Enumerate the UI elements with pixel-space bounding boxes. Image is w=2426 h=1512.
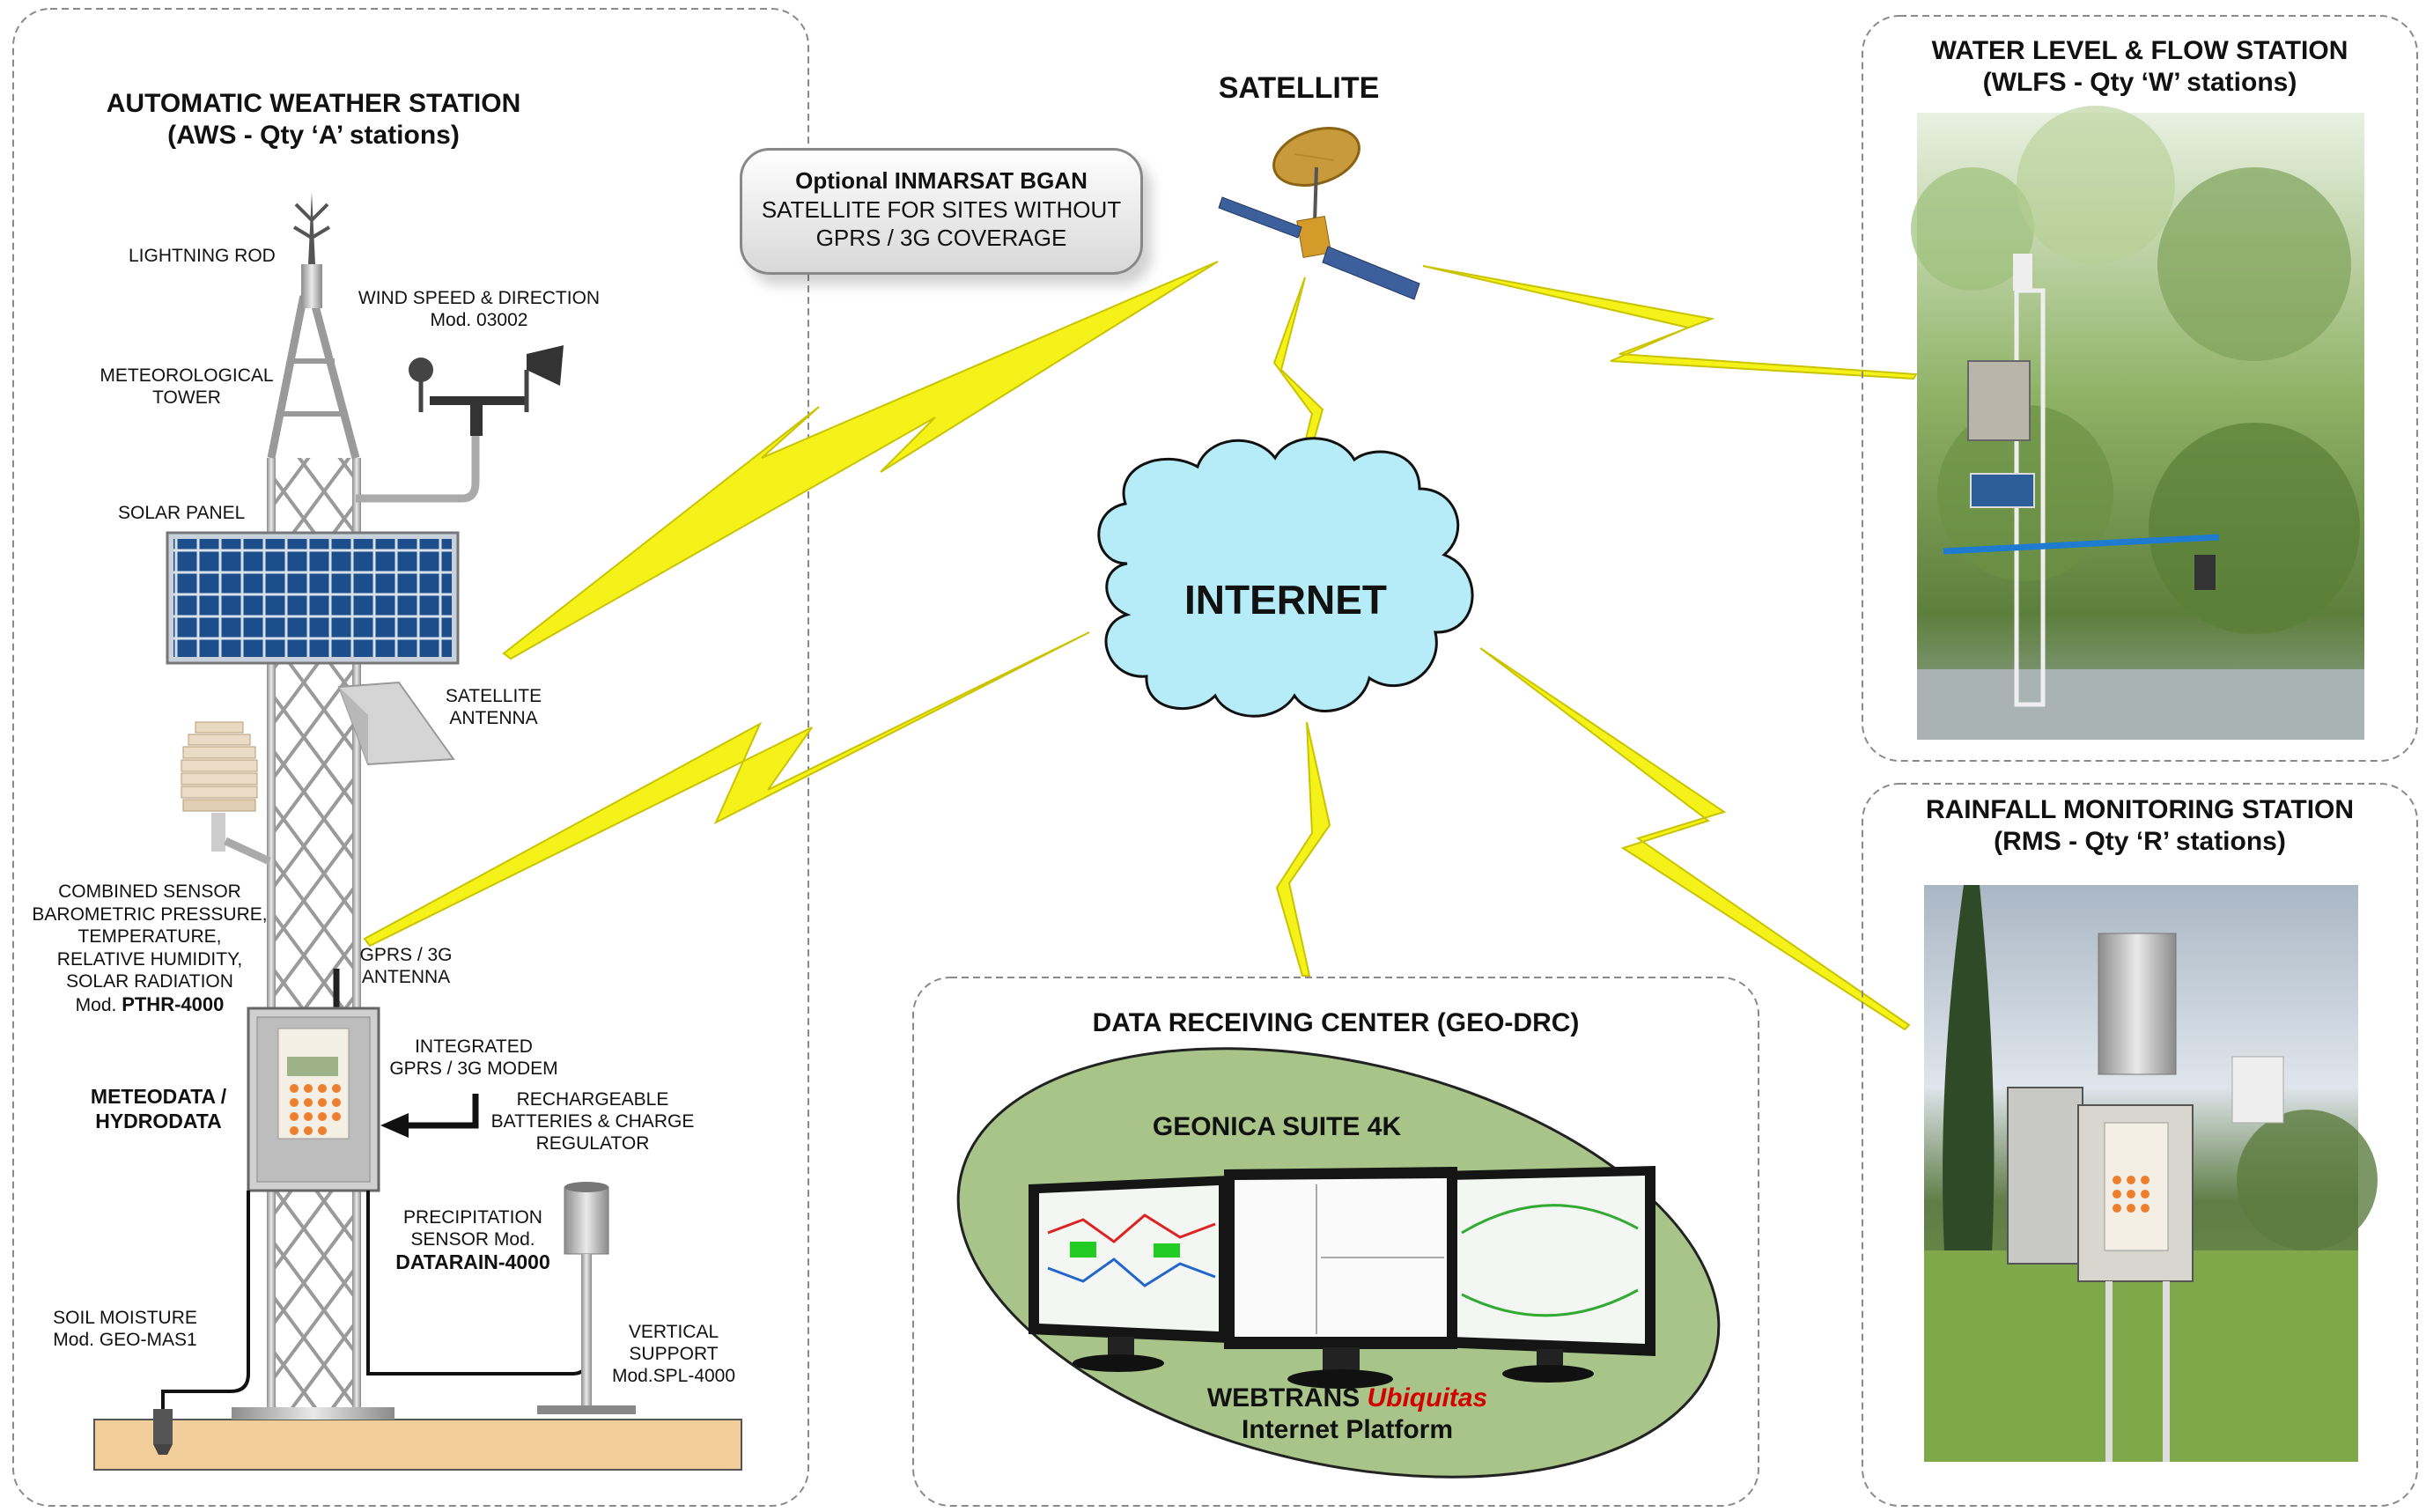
lightning-link-wlfs	[1422, 265, 1918, 380]
drc-title: DATA RECEIVING CENTER (GEO-DRC)	[1092, 1008, 1580, 1037]
internet-label: INTERNET	[1184, 577, 1387, 623]
model-name: PTHR-4000	[122, 993, 225, 1016]
wind-sensor-label-line1: WIND SPEED & DIRECTION	[358, 288, 601, 308]
rms-photo	[1924, 885, 2378, 1462]
aws-title: AUTOMATIC WEATHER STATION (AWS - Qty ‘A’…	[84, 88, 543, 151]
bgan-line3: GPRS / 3G COVERAGE	[815, 225, 1067, 251]
data-logger-cabinet	[247, 1007, 380, 1192]
bgan-callout: Optional INMARSAT BGAN SATELLITE FOR SIT…	[740, 148, 1143, 275]
wind-sensor-arm	[356, 431, 480, 503]
gprs-antenna-label-line1: GPRS / 3G	[359, 945, 453, 965]
lightning-link-aws-satellite	[502, 261, 1219, 660]
rms-title: RAINFALL MONITORING STATION (RMS - Qty ‘…	[1862, 794, 2417, 858]
precipitation-model: DATARAIN-4000	[395, 1250, 550, 1274]
battery-label-line: RECHARGEABLE	[516, 1089, 669, 1110]
drc-panel	[912, 977, 1759, 1507]
webtrans-label: WEBTRANS Ubiquitas Internet Platform	[1145, 1383, 1550, 1446]
satellite-title: SATELLITE	[1218, 71, 1380, 105]
aws-panel	[12, 8, 809, 1507]
vertical-support-label: VERTICAL SUPPORT Mod.SPL-4000	[603, 1321, 744, 1388]
aws-title-line2: (AWS - Qty ‘A’ stations)	[167, 121, 460, 150]
combined-sensor-model: Mod. PTHR-4000	[26, 993, 273, 1017]
precipitation-label-line1: PRECIPITATION	[403, 1207, 542, 1228]
modem-label: INTEGRATED GPRS / 3G MODEM	[386, 1036, 562, 1080]
wind-sensor-icon	[409, 345, 564, 436]
wlfs-title-line2: (WLFS - Qty ‘W’ stations)	[1982, 68, 2297, 97]
webtrans-name: WEBTRANS	[1206, 1383, 1368, 1412]
wind-sensor-label-line2: Mod. 03002	[430, 310, 528, 331]
wlfs-photo	[1911, 106, 2364, 740]
soil-moisture-probe-icon	[153, 1409, 173, 1455]
combined-sensor-label: COMBINED SENSOR BAROMETRIC PRESSURE, TEM…	[26, 881, 273, 1017]
wind-sensor-label: WIND SPEED & DIRECTION Mod. 03002	[356, 287, 602, 331]
ground-slab	[93, 1419, 742, 1471]
satellite-antenna-label-line2: ANTENNA	[449, 708, 538, 729]
rms-title-line2: (RMS - Qty ‘R’ stations)	[1994, 827, 2286, 856]
soil-moisture-label-line1: SOIL MOISTURE	[53, 1308, 197, 1328]
rms-panel	[1862, 783, 2418, 1507]
satellite-antenna-icon	[337, 681, 455, 766]
modem-label-line2: GPRS / 3G MODEM	[389, 1058, 558, 1080]
combined-sensor-line: BAROMETRIC PRESSURE,	[32, 904, 268, 925]
battery-label-line: REGULATOR	[535, 1133, 650, 1154]
logger-label-line2: HYDRODATA	[95, 1109, 222, 1132]
monitor-right-icon	[1440, 1166, 1655, 1383]
platform-label: Internet Platform	[1241, 1415, 1454, 1444]
satellite-antenna-label: SATELLITE ANTENNA	[439, 685, 549, 729]
ubiquitas-name: Ubiquitas	[1367, 1383, 1488, 1412]
vertical-support-line: SUPPORT	[629, 1344, 719, 1365]
lightning-link-links	[363, 261, 1918, 1031]
satellite-icon	[1218, 127, 1420, 300]
soil-moisture-label: SOIL MOISTURE Mod. GEO-MAS1	[46, 1307, 204, 1351]
modem-label-line1: INTEGRATED	[415, 1036, 533, 1057]
soil-moisture-label-line2: Mod. GEO-MAS1	[53, 1330, 197, 1351]
combined-sensor-line: TEMPERATURE,	[77, 926, 222, 948]
lightning-link-aws-internet	[363, 631, 1090, 948]
combined-sensor-line: SOLAR RADIATION	[66, 971, 233, 992]
rms-title-line1: RAINFALL MONITORING STATION	[1925, 795, 2355, 824]
precipitation-label-line2: SENSOR Mod.	[410, 1229, 535, 1250]
wlfs-title: WATER LEVEL & FLOW STATION (WLFS - Qty ‘…	[1862, 35, 2417, 99]
geonica-suite-label: GEONICA SUITE 4K	[1152, 1112, 1402, 1141]
aws-title-line1: AUTOMATIC WEATHER STATION	[106, 89, 521, 118]
bgan-line2: SATELLITE FOR SITES WITHOUT	[761, 195, 1122, 223]
solar-panel-label: SOLAR PANEL	[118, 503, 246, 523]
bgan-callout-text: Optional INMARSAT BGAN SATELLITE FOR SIT…	[742, 151, 1140, 253]
monitor-center-icon	[1224, 1167, 1457, 1389]
lightning-rod-label: LIGHTNING ROD	[129, 246, 276, 266]
lightning-rod	[292, 192, 331, 308]
internet-cloud	[1097, 437, 1474, 718]
logger-label-line1: METEODATA /	[90, 1085, 227, 1108]
precipitation-label: PRECIPITATION SENSOR Mod. DATARAIN-4000	[380, 1206, 565, 1275]
gprs-antenna-label-line2: ANTENNA	[361, 967, 451, 988]
combined-sensor-line: COMBINED SENSOR	[58, 881, 241, 902]
bgan-title: Optional INMARSAT BGAN	[795, 167, 1088, 194]
meteorological-tower	[232, 295, 395, 1420]
lightning-link-internet-drc	[1275, 721, 1331, 977]
battery-arrow-icon	[407, 1094, 479, 1129]
battery-label-line: BATTERIES & CHARGE	[490, 1111, 695, 1132]
wlfs-title-line1: WATER LEVEL & FLOW STATION	[1931, 36, 2349, 65]
vertical-support-line: VERTICAL	[628, 1322, 719, 1342]
tower-label: METEOROLOGICAL TOWER	[95, 365, 278, 409]
combined-sensor-line: RELATIVE HUMIDITY,	[56, 948, 243, 970]
gprs-antenna-label: GPRS / 3G ANTENNA	[357, 944, 455, 988]
satellite-antenna-label-line1: SATELLITE	[445, 686, 542, 706]
tower-label-line1: METEOROLOGICAL	[100, 365, 274, 386]
lightning-link-rms	[1479, 647, 1911, 1031]
rain-gauge-icon	[537, 1182, 636, 1414]
logger-label: METEODATA / HYDRODATA	[70, 1085, 247, 1133]
monitor-left-icon	[1029, 1176, 1228, 1372]
model-prefix: Mod.	[75, 995, 122, 1016]
wlfs-panel	[1862, 15, 2418, 762]
tower-label-line2: TOWER	[152, 387, 221, 409]
arrowhead-icon	[380, 1113, 409, 1138]
vertical-support-line: Mod.SPL-4000	[611, 1366, 736, 1387]
battery-label: RECHARGEABLE BATTERIES & CHARGE REGULATO…	[483, 1088, 703, 1155]
combined-sensor-icon	[181, 721, 271, 866]
solar-panel	[166, 531, 460, 665]
